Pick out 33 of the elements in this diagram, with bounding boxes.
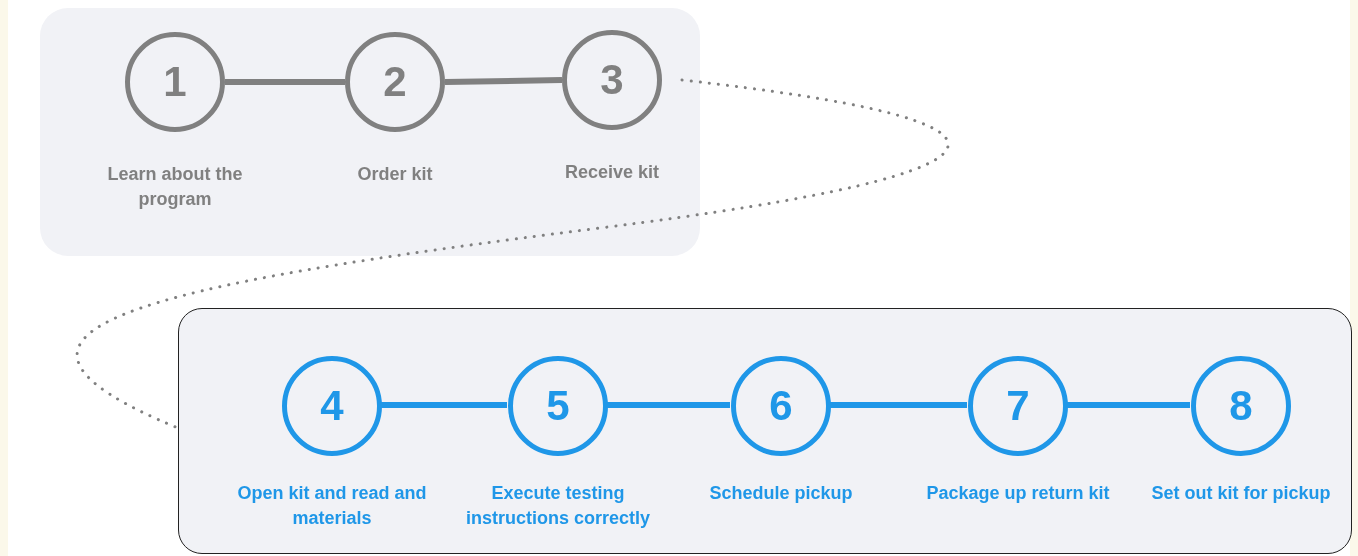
step-label: Order kit [356, 163, 434, 186]
connector-line [444, 77, 563, 85]
step-circle [125, 32, 225, 132]
step-circle [345, 32, 445, 132]
step-circle [731, 356, 831, 456]
step-label: Execute testing instructions correctly [464, 482, 652, 530]
step-circle [562, 30, 662, 130]
step-circle [282, 356, 382, 456]
dotted-connector [77, 78, 950, 430]
step-number: 5 [546, 382, 570, 430]
step-label: Schedule pickup [708, 482, 854, 505]
step-circle [1191, 356, 1291, 456]
step-number: 8 [1229, 382, 1253, 430]
step-number: 7 [1006, 382, 1030, 430]
step-number: 2 [383, 58, 407, 106]
step-label: Set out kit for pickup [1150, 482, 1332, 505]
step-circle [508, 356, 608, 456]
step-number: 1 [163, 58, 187, 106]
connector-line [607, 402, 730, 408]
step-label: Open kit and read and materials [237, 482, 427, 530]
connector-line [225, 79, 345, 85]
connector-line [381, 402, 507, 408]
step-number: 6 [769, 382, 793, 430]
step-circle [968, 356, 1068, 456]
step-number: 3 [600, 56, 624, 104]
step-label: Package up return kit [925, 482, 1111, 505]
group-panel [40, 8, 700, 256]
connector-line [830, 402, 967, 408]
group-panel [178, 308, 1352, 554]
step-label: Receive kit [563, 161, 661, 184]
step-number: 4 [320, 382, 344, 430]
step-label: Learn about the program [106, 163, 244, 211]
connector-line [1067, 402, 1190, 408]
